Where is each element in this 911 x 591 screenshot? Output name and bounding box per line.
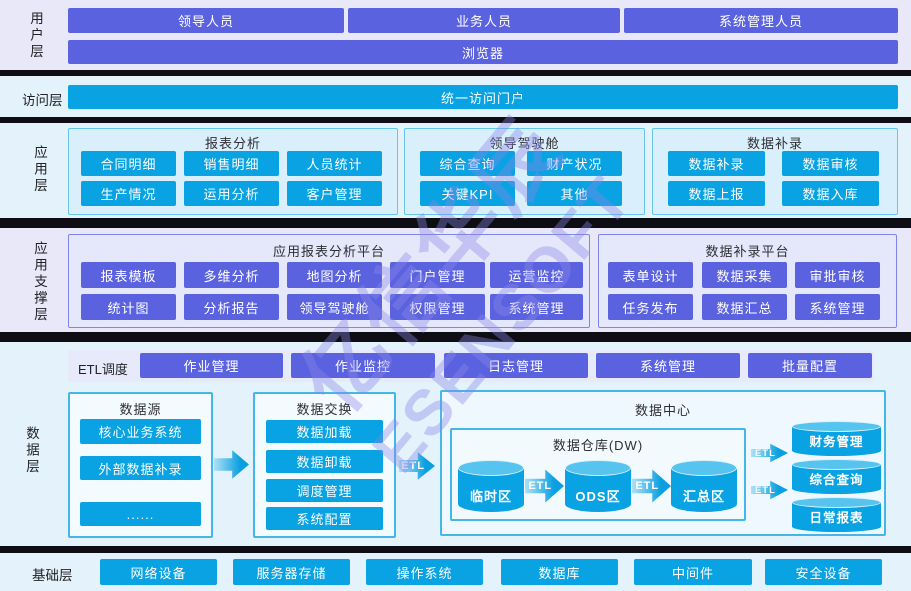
support-item: 权限管理 [390,294,485,320]
data-output: 财务管理 [809,435,864,449]
db-cylinder-icon: 日常报表 [792,497,881,532]
data-output: 综合查询 [809,473,864,487]
support-item: 领导驾驶舱 [287,294,382,320]
support-item: 地图分析 [287,262,382,288]
base-item: 安全设备 [765,559,882,585]
group-title: 数据补录 [746,136,803,151]
support-item: 审批审核 [795,262,880,288]
group-title: 数据中心 [634,403,691,418]
etl-arrow-icon: ETL [525,468,564,504]
data-exchange-item: 数据加载 [266,420,383,443]
group-title: 应用报表分析平台 [272,244,385,259]
app-item: 合同明细 [81,151,176,176]
base-item: 操作系统 [366,559,483,585]
support-item: 统计图 [81,294,176,320]
support-item: 分析报告 [184,294,279,320]
support-item: 多维分析 [184,262,279,288]
etl-arrow-label: ETL [635,480,660,492]
db-cylinder-icon: 临时区 [458,460,524,512]
db-cylinder-icon: 财务管理 [792,421,881,456]
layer-separator [0,70,911,76]
user-layer-label: 用户层 [28,11,43,61]
etl-arrow-label: ETL [401,460,425,472]
support-item: 运营监控 [490,262,583,288]
etl-schedule-item: 批量配置 [748,353,872,378]
layer-separator [0,117,911,123]
app-item: 关键KPI [420,181,515,206]
support-item: 门户管理 [390,262,485,288]
base-item: 服务器存储 [233,559,350,585]
app-item: 综合查询 [420,151,515,176]
app-item: 销售明细 [184,151,279,176]
support-item: 任务发布 [608,294,693,320]
user-role-item: 领导人员 [68,8,344,33]
data-layer-label: 数据层 [24,426,39,476]
data-exchange-item: 系统配置 [266,507,383,530]
app-item: 运用分析 [184,181,279,206]
support-item: 数据采集 [702,262,787,288]
app-item: 数据上报 [668,181,765,206]
group-title: 数据仓库(DW) [552,438,644,453]
user-role-item: 业务人员 [348,8,620,33]
app-item: 数据审核 [782,151,879,176]
app-item: 其他 [527,181,622,206]
etl-arrow-icon: ETL [751,443,788,463]
etl-schedule-item: 日志管理 [444,353,588,378]
etl-arrow-label: ETL [528,480,553,492]
layer-separator [0,546,911,553]
support-item: 数据汇总 [702,294,787,320]
etl-schedule-item: 作业监控 [291,353,435,378]
db-cylinder-icon: ODS区 [565,460,631,512]
etl-arrow-label: ETL [754,484,776,496]
data-source-item: 核心业务系统 [80,419,201,444]
warehouse-stage: 汇总区 [682,489,725,504]
app-item: 数据补录 [668,151,765,176]
etl-arrow-icon: ETL [399,451,435,481]
etl-arrow-icon: ETL [632,468,671,504]
support-item: 报表模板 [81,262,176,288]
support-layer-label: 应用支撑层 [32,241,47,324]
group-title: 领导驾驶舱 [489,136,560,151]
data-exchange-item: 调度管理 [266,479,383,502]
app-item: 数据入库 [782,181,879,206]
group-title: 数据源 [119,402,162,417]
base-item: 网络设备 [100,559,217,585]
support-item: 系统管理 [795,294,880,320]
group-title: 报表分析 [204,136,261,151]
app-item: 生产情况 [81,181,176,206]
portal-bar: 统一访问门户 [68,85,898,109]
db-cylinder-icon: 综合查询 [792,459,881,494]
group-title: 数据交换 [296,402,353,417]
etl-schedule-label: ETL调度 [78,362,128,377]
data-source-item: 外部数据补录 [80,456,201,480]
base-layer-label: 基础层 [32,568,73,583]
data-exchange-item: 数据卸载 [266,450,383,473]
flow-arrow-icon [214,449,249,480]
access-layer-label: 访问层 [22,93,63,108]
db-cylinder-icon: 汇总区 [671,460,737,512]
support-item: 系统管理 [490,294,583,320]
etl-schedule-item: 系统管理 [596,353,740,378]
user-role-item: 系统管理人员 [624,8,898,33]
etl-arrow-icon: ETL [751,480,788,500]
browser-bar: 浏览器 [68,40,898,64]
etl-schedule-item: 作业管理 [140,353,283,378]
app-item: 财产状况 [527,151,622,176]
warehouse-stage: 临时区 [469,489,512,504]
app-item: 客户管理 [287,181,382,206]
warehouse-stage: ODS区 [575,489,621,504]
app-layer-label: 应用层 [32,145,47,195]
layer-separator [0,332,911,342]
support-item: 表单设计 [608,262,693,288]
app-item: 人员统计 [287,151,382,176]
group-title: 数据补录平台 [705,244,790,259]
data-output: 日常报表 [809,511,864,525]
base-item: 中间件 [634,559,752,585]
etl-arrow-label: ETL [754,447,776,459]
data-source-item: ...... [80,502,201,526]
base-item: 数据库 [501,559,618,585]
layer-separator [0,218,911,228]
